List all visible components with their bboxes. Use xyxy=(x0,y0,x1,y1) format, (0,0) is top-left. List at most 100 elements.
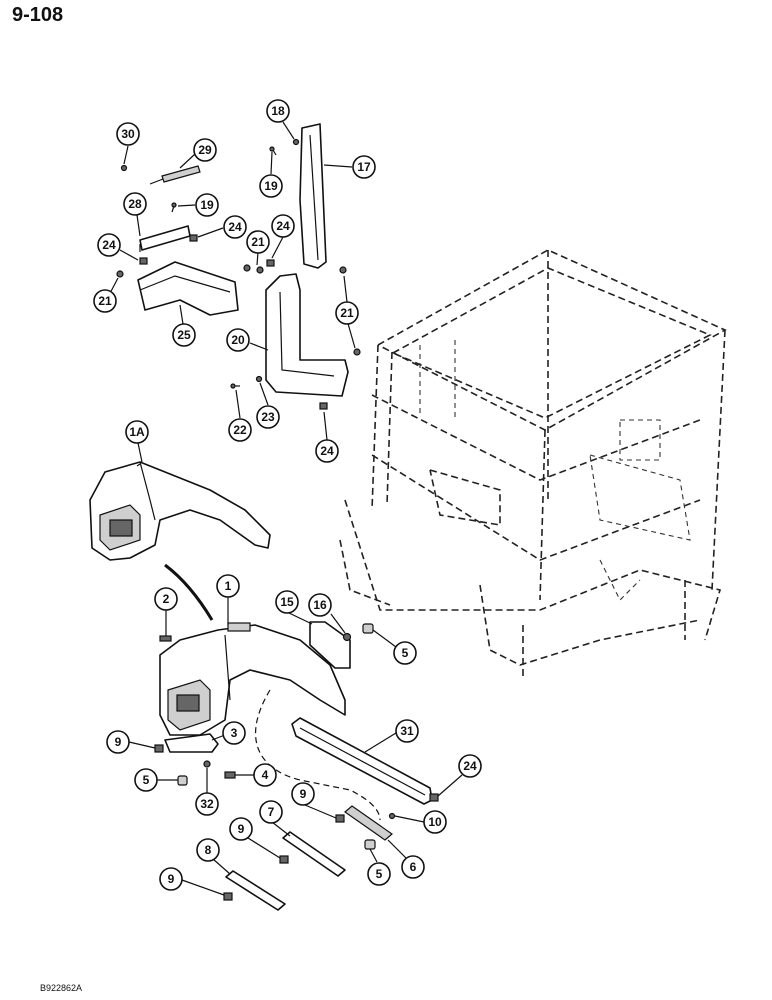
svg-text:5: 5 xyxy=(402,646,409,660)
svg-text:17: 17 xyxy=(357,160,371,174)
callout-19: 19 xyxy=(259,174,283,198)
part-7-strip xyxy=(282,831,346,877)
part-29-seal-strip xyxy=(161,165,201,183)
callout-9: 9 xyxy=(291,782,315,806)
svg-text:5: 5 xyxy=(143,773,150,787)
callout-24: 24 xyxy=(271,214,295,238)
svg-text:24: 24 xyxy=(320,444,334,458)
svg-text:10: 10 xyxy=(428,815,442,829)
callout-32: 32 xyxy=(195,792,219,816)
callout-19: 19 xyxy=(195,193,219,217)
svg-text:15: 15 xyxy=(280,595,294,609)
lower-strips xyxy=(181,821,346,911)
svg-text:24: 24 xyxy=(463,759,477,773)
callout-16: 16 xyxy=(308,593,332,617)
part-28-bracket xyxy=(139,225,191,251)
svg-text:1: 1 xyxy=(225,579,232,593)
svg-text:6: 6 xyxy=(410,860,417,874)
callout-1: 1 xyxy=(216,574,240,598)
svg-text:16: 16 xyxy=(313,598,327,612)
callout-17: 17 xyxy=(352,155,376,179)
callout-24: 24 xyxy=(223,215,247,239)
page-number: 9-108 xyxy=(12,4,64,26)
callout-28: 28 xyxy=(123,192,147,216)
svg-text:9: 9 xyxy=(115,735,122,749)
part-21-nut xyxy=(256,266,264,274)
drawing-code: B922862A xyxy=(40,983,83,993)
callout-22: 22 xyxy=(228,418,252,442)
callout-20: 20 xyxy=(226,328,250,352)
lower-right-hardware xyxy=(291,717,463,863)
svg-text:30: 30 xyxy=(121,127,135,141)
lower-left-hardware xyxy=(128,732,254,793)
callout-5: 5 xyxy=(393,641,417,665)
svg-text:19: 19 xyxy=(200,198,214,212)
callout-21: 21 xyxy=(335,301,359,325)
callout-31: 31 xyxy=(395,719,419,743)
part-15-bracket xyxy=(309,621,351,669)
svg-text:21: 21 xyxy=(98,294,112,308)
callout-10: 10 xyxy=(423,810,447,834)
callout-30: 30 xyxy=(116,122,140,146)
part-1a-hood-assembly xyxy=(89,442,271,621)
svg-text:4: 4 xyxy=(262,768,269,782)
callout-18: 18 xyxy=(266,99,290,123)
svg-text:19: 19 xyxy=(264,179,278,193)
callout-5: 5 xyxy=(367,862,391,886)
svg-text:2: 2 xyxy=(163,592,170,606)
svg-text:18: 18 xyxy=(271,104,285,118)
callout-23: 23 xyxy=(256,405,280,429)
svg-text:20: 20 xyxy=(231,333,245,347)
part-24-clip xyxy=(189,234,198,242)
svg-text:25: 25 xyxy=(177,328,191,342)
callout-1a: 1A xyxy=(125,420,149,444)
callout-21: 21 xyxy=(246,230,270,254)
upper-left-trim-group xyxy=(107,145,264,325)
part-30-screw xyxy=(120,164,128,172)
cab-frame-phantom xyxy=(339,249,727,680)
svg-text:23: 23 xyxy=(261,410,275,424)
callout-7: 7 xyxy=(259,800,283,824)
callout-5: 5 xyxy=(134,768,158,792)
callout-6: 6 xyxy=(401,855,425,879)
svg-text:7: 7 xyxy=(268,805,275,819)
svg-text:21: 21 xyxy=(251,235,265,249)
callout-8: 8 xyxy=(196,838,220,862)
callout-9: 9 xyxy=(159,867,183,891)
part-3-clamp xyxy=(164,733,219,753)
svg-text:9: 9 xyxy=(168,872,175,886)
svg-text:22: 22 xyxy=(233,423,247,437)
svg-text:3: 3 xyxy=(231,726,238,740)
svg-text:21: 21 xyxy=(340,306,354,320)
callout-24: 24 xyxy=(458,754,482,778)
svg-text:5: 5 xyxy=(376,867,383,881)
svg-text:9: 9 xyxy=(300,787,307,801)
callout-24: 24 xyxy=(315,439,339,463)
callout-2: 2 xyxy=(154,587,178,611)
svg-text:24: 24 xyxy=(102,238,116,252)
part-25-trim-panel xyxy=(137,261,239,316)
svg-text:32: 32 xyxy=(200,797,214,811)
svg-text:24: 24 xyxy=(228,220,242,234)
callout-9: 9 xyxy=(229,817,253,841)
callout-29: 29 xyxy=(193,138,217,162)
part-21-nut xyxy=(243,264,251,272)
part-1-hood-assembly xyxy=(159,597,397,821)
callout-24: 24 xyxy=(97,233,121,257)
callout-4: 4 xyxy=(253,763,277,787)
svg-text:9: 9 xyxy=(238,822,245,836)
upper-right-trim-group xyxy=(230,121,361,441)
svg-text:24: 24 xyxy=(276,219,290,233)
callout-25: 25 xyxy=(172,323,196,347)
part-8-strip xyxy=(225,870,286,911)
svg-text:28: 28 xyxy=(128,197,142,211)
svg-text:31: 31 xyxy=(400,724,414,738)
svg-text:29: 29 xyxy=(198,143,212,157)
part-21-nut xyxy=(116,270,124,278)
callout-15: 15 xyxy=(275,590,299,614)
callout-9: 9 xyxy=(106,730,130,754)
svg-text:1A: 1A xyxy=(129,425,145,439)
part-24-clip xyxy=(139,257,148,265)
